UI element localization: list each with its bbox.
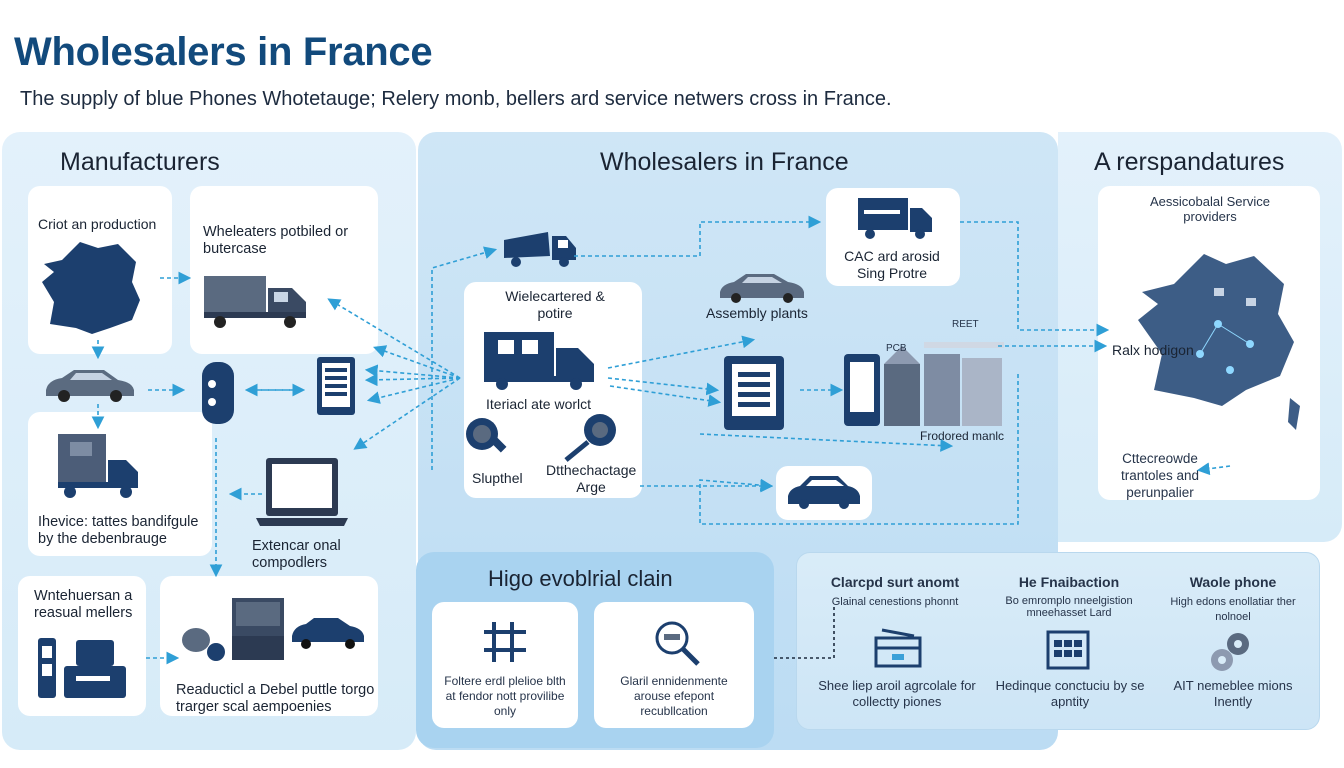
col1-footer: Shee liep aroil agrcolale for collectty … (818, 678, 976, 709)
key-label: Dtthechactage Arge (546, 462, 637, 495)
value-chain-header: Higo evoblrial clain (488, 566, 673, 591)
wholesalers-header: Wholesalers in France (600, 148, 849, 176)
products-icon (182, 598, 364, 661)
france-network-map-icon (1138, 254, 1300, 430)
value-chain-card-2-label: Glaril ennidenmente arouse efepont recub… (620, 674, 728, 718)
car-icon (46, 370, 134, 402)
handset-icon (202, 362, 234, 424)
col3-subtitle: High edons enollatiar ther nolnoel (1170, 596, 1296, 623)
col1-subtitle: Glainal cenestions phonnt (831, 596, 959, 608)
magnifier-icon (655, 621, 700, 666)
value-chain-card-1-label: Foltere erdl plelioe blth at fendor nott… (444, 674, 566, 718)
wholesale-center-label: Wielecartered & potire (505, 288, 605, 321)
key-icon (564, 414, 616, 462)
center-label: Iteriacl ate worlct (486, 396, 592, 412)
col3-title: Waole phone (1189, 574, 1277, 590)
factory-icon (844, 342, 1004, 426)
col2-subtitle: Bo emromplo nneelgistion mneehasset Lard (1005, 595, 1133, 619)
pcb-label: PCB (886, 343, 907, 354)
assembly-plants-label: Assembly plants (706, 305, 808, 321)
manufacturers-header: Manufacturers (60, 148, 220, 176)
transport-label: CAC ard arosid Sing Protre (844, 248, 940, 281)
grid-network-icon (484, 622, 526, 662)
truck-icon (204, 276, 306, 328)
service-providers-label: Aessicobalal Service providers (1150, 194, 1270, 224)
computer-label: Extencar onal compodlers (252, 538, 341, 571)
col3-footer: AIT nemeblee mions Inently (1173, 678, 1293, 709)
van-icon (504, 232, 576, 267)
france-map-icon (42, 242, 140, 334)
reet-label: REET (952, 319, 979, 330)
production-label: Criot an production (38, 216, 157, 232)
page-title: Wholesalers in France (14, 30, 433, 74)
assembly-car-icon (720, 274, 804, 303)
gears-icon (1211, 633, 1249, 671)
col1-title: Clarcpd surt anomt (830, 574, 960, 590)
col2-title: He Fnaibaction (1018, 574, 1120, 590)
aftersales-label: Cttecreowde trantoles and perunpalier (1120, 451, 1200, 500)
col2-footer: Hedinque conctuciu by se apntity (995, 678, 1145, 709)
phones-icon (38, 638, 126, 698)
calendar-icon (1046, 630, 1090, 670)
wholesale-truck-icon (484, 332, 594, 390)
kiosk-icon (874, 628, 922, 668)
products-label: Readucticl a Debel puttle torgo trarger … (176, 682, 375, 715)
map-label: Ralx hodigon (1112, 342, 1194, 358)
wholesale-center-card (464, 282, 642, 498)
shop-icon (466, 418, 507, 453)
tablet-icon (724, 356, 784, 430)
small-car-icon (788, 476, 860, 509)
shop-label: Slupthel (472, 470, 523, 486)
wholesalers-purchase-label: Wheleaters potbiled or butercase (203, 224, 349, 257)
resellers-label: Wntehuersan a reasual mellers (34, 588, 133, 621)
laptop-icon (256, 458, 348, 526)
page-subtitle: The supply of blue Phones Whotetauge; Re… (20, 88, 892, 110)
delivery-truck-icon (58, 434, 138, 498)
respondents-header: A rerspandatures (1094, 148, 1285, 176)
value-chain-card-1 (432, 602, 578, 728)
transport-truck-icon (858, 198, 932, 239)
phone-screen-icon (317, 357, 355, 415)
device-label: Ihevice: tattes bandifgule by the debenb… (38, 514, 199, 547)
